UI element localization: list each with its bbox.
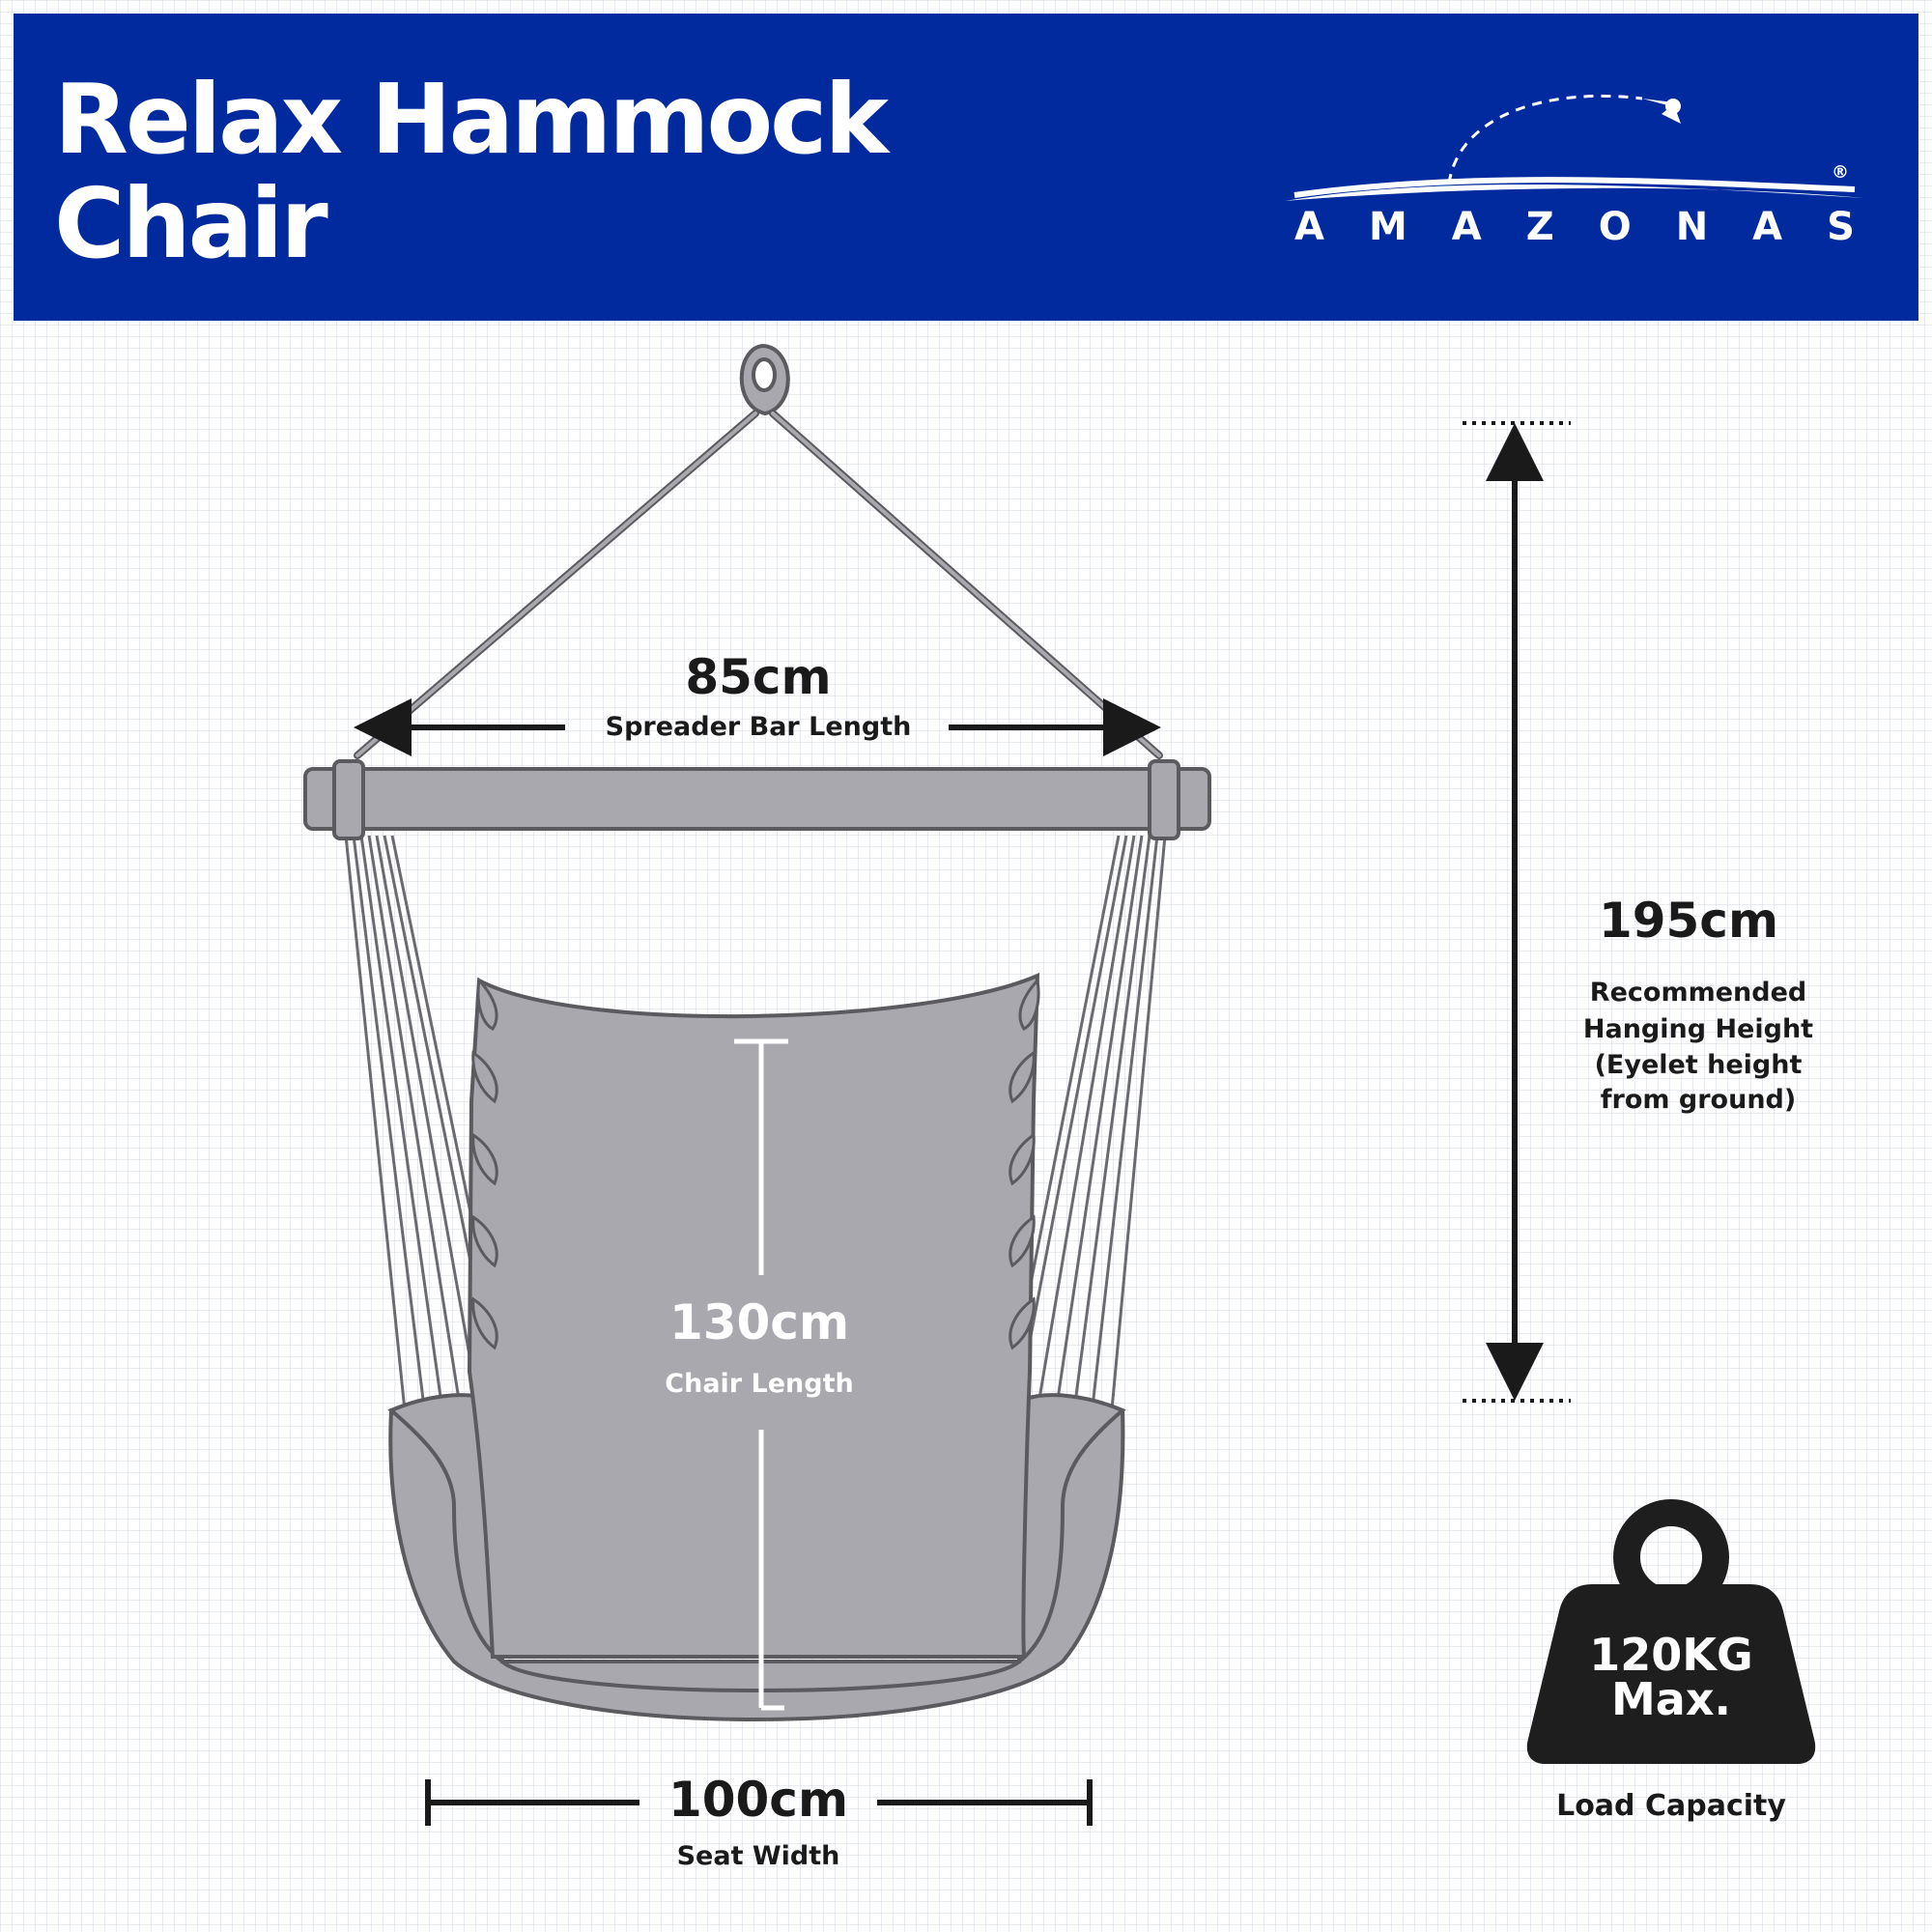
hanging-height-label-line: from ground) [1600,1085,1797,1115]
back-cushion [467,972,1040,1659]
spreader-value: 85cm [685,649,832,705]
seat-width-value: 100cm [668,1772,849,1828]
spreader-label: Spreader Bar Length [605,712,912,742]
spreader-bar [303,759,1211,840]
amazonas-logo-icon [1285,95,1864,201]
load-capacity-label: Load Capacity [1556,1789,1786,1823]
chair-length-marker [734,1038,788,1711]
brand-letter: M [1368,205,1407,249]
chair-length-value: 130cm [668,1294,850,1350]
brand-letter: Z [1525,205,1554,249]
seat-width-marker [425,1779,1093,1826]
brand-letter: A [1752,205,1783,249]
hanging-height-label-line: Hanging Height [1582,1014,1814,1044]
side-strings [344,835,1167,1421]
registered-mark: ® [1832,162,1849,183]
eyelet-icon [739,343,790,416]
brand-letter: A [1294,205,1324,249]
hanging-height-label-line: (Eyelet height [1594,1050,1803,1080]
page-title-line-1: Relax Hammock [54,63,889,176]
left-arm-cushion [387,1393,505,1666]
hanging-height-value: 195cm [1598,893,1779,949]
load-value: 120KG [1589,1629,1753,1681]
cushion-tufts [471,977,1040,1350]
right-arm-cushion [1016,1393,1126,1666]
seat-width-label: Seat Width [676,1841,840,1871]
brand-letter: O [1598,205,1632,249]
page-title-line-2: Chair [54,167,328,280]
brand-name: A M A Z O N A S [1294,205,1855,249]
brand-letter: S [1827,205,1855,249]
load-max: Max. [1611,1673,1731,1725]
hanging-height-marker [1463,421,1571,1403]
header-banner [14,14,1918,321]
brand-letter: N [1675,205,1709,249]
chair-length-label: Chair Length [665,1369,854,1399]
weight-icon [1526,1499,1816,1764]
brand-letter: A [1451,205,1482,249]
hanging-height-label-line: Recommended [1589,978,1807,1008]
